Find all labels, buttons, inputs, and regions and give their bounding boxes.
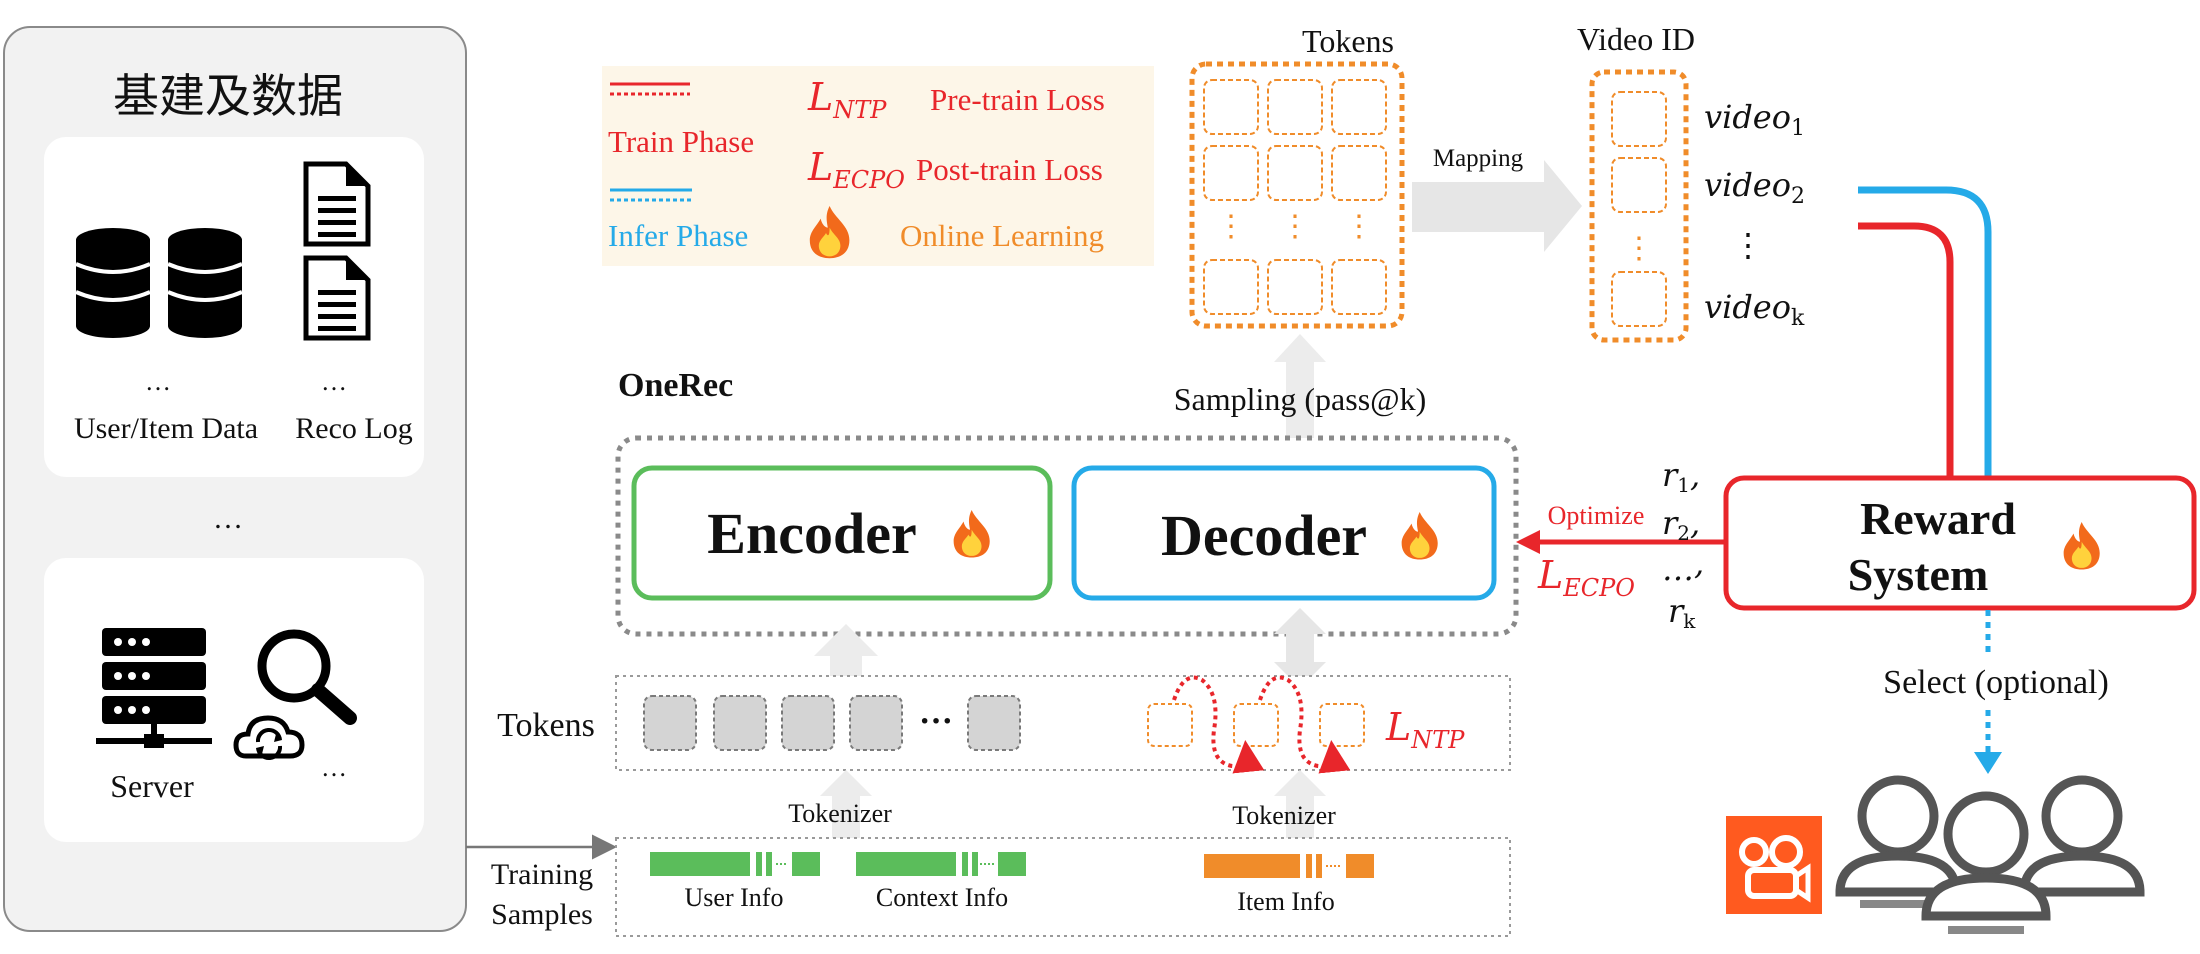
users-icon bbox=[1835, 775, 2145, 934]
reward-system-block: Reward System bbox=[1723, 475, 2197, 611]
reward-item: r1, bbox=[1662, 456, 1700, 497]
infra-panel: 基建及数据 bbox=[3, 26, 467, 932]
reward-item: …, bbox=[1662, 544, 1704, 588]
sampling-arrow: Sampling (pass@k) bbox=[1174, 334, 1427, 462]
sampling-label: Sampling (pass@k) bbox=[1174, 381, 1427, 417]
top-tokens-grid: Tokens ⋮ ⋮ ⋮ bbox=[1189, 23, 1405, 329]
ellipsis-text: … bbox=[145, 367, 171, 396]
reco-log-label: Reco Log bbox=[295, 412, 412, 445]
ellipsis-text: … bbox=[321, 753, 347, 782]
video-item-1: video1 bbox=[1704, 98, 1805, 141]
tokenizer-arrows: Tokenizer Tokenizer bbox=[788, 770, 1336, 838]
ellipsis-text: … bbox=[213, 502, 243, 535]
video-item-2: video2 bbox=[1704, 166, 1805, 209]
infra-title: 基建及数据 bbox=[113, 69, 343, 123]
server-label: Server bbox=[110, 768, 194, 804]
reward-system-line2: System bbox=[1848, 549, 1989, 600]
flame-icon bbox=[1401, 512, 1438, 560]
user-info-label: User Info bbox=[685, 883, 784, 912]
flame-icon bbox=[953, 510, 990, 558]
vertical-dots: ⋮ bbox=[1280, 210, 1310, 243]
flame-icon bbox=[809, 206, 850, 259]
tokens-row: Tokens ··· LNTP bbox=[497, 675, 1511, 774]
vertical-dots: ⋮ bbox=[1624, 232, 1654, 265]
onerec-title: OneRec bbox=[618, 367, 733, 404]
item-info-bar: Item Info bbox=[1204, 854, 1374, 916]
database-icon bbox=[75, 228, 243, 338]
reward-item: r2, bbox=[1662, 504, 1700, 545]
context-info-label: Context Info bbox=[876, 883, 1008, 912]
search-icon bbox=[257, 629, 357, 725]
video-item-k: videok bbox=[1704, 288, 1805, 331]
training-samples: Training Samples User Info Context Info … bbox=[491, 837, 1511, 937]
tokenizer-left-label: Tokenizer bbox=[788, 799, 892, 828]
pretrain-loss-label: Pre-train Loss bbox=[930, 82, 1105, 117]
video-id-column: Video ID ⋮ video1 video2 ⋮ videok bbox=[1577, 21, 1805, 343]
token-feed-arrows bbox=[814, 608, 1326, 690]
server-icon bbox=[96, 628, 212, 748]
top-tokens-label: Tokens bbox=[1302, 23, 1394, 59]
vertical-dots: ⋮ bbox=[1344, 210, 1374, 243]
loss-ecpo-symbol: LECPO bbox=[807, 145, 905, 194]
optimize-label: Optimize bbox=[1548, 501, 1645, 530]
infer-phase-label: Infer Phase bbox=[608, 218, 748, 253]
reward-item: rk bbox=[1668, 592, 1696, 633]
video-id-title: Video ID bbox=[1577, 21, 1695, 57]
select-label: Select (optional) bbox=[1883, 664, 2109, 701]
reward-system-line1: Reward bbox=[1860, 493, 2016, 544]
ellipsis-text: … bbox=[321, 367, 347, 396]
legend: Train Phase Infer Phase LNTP Pre-train L… bbox=[602, 66, 1154, 266]
document-icon bbox=[303, 161, 371, 341]
encoder-label: Encoder bbox=[707, 501, 916, 566]
select-arrow: Select (optional) bbox=[1883, 610, 2109, 774]
mapping-arrow: Mapping bbox=[1412, 145, 1582, 252]
tokens-row-label: Tokens bbox=[497, 707, 595, 744]
training-samples-line2: Samples bbox=[491, 898, 593, 931]
decoder-label: Decoder bbox=[1161, 503, 1367, 568]
video-to-reward-curves bbox=[1858, 186, 1992, 476]
onerec-model: OneRec Encoder Decoder bbox=[615, 367, 1519, 637]
online-learning-label: Online Learning bbox=[900, 218, 1104, 253]
reward-values: r1, r2, …, rk bbox=[1662, 456, 1704, 633]
optimize-arrow: Optimize LECPO bbox=[1516, 501, 1724, 602]
loss-ntp-symbol: LNTP bbox=[807, 75, 887, 124]
train-phase-label: Train Phase bbox=[608, 124, 754, 159]
kuaishou-logo bbox=[1726, 816, 1822, 914]
tokens-ellipsis: ··· bbox=[919, 703, 953, 740]
tokenizer-right-label: Tokenizer bbox=[1232, 801, 1336, 830]
item-info-label: Item Info bbox=[1237, 887, 1334, 916]
encoder-block: Encoder bbox=[631, 465, 1053, 601]
flame-icon bbox=[2063, 522, 2100, 570]
user-item-data-label: User/Item Data bbox=[74, 412, 258, 445]
video-vdots: ⋮ bbox=[1732, 227, 1764, 263]
user-info-bar: User Info bbox=[650, 852, 820, 912]
optimize-loss-symbol: LECPO bbox=[1537, 553, 1635, 602]
cloud-sync-icon bbox=[233, 715, 305, 761]
training-samples-line1: Training bbox=[491, 858, 593, 891]
posttrain-loss-label: Post-train Loss bbox=[916, 152, 1103, 187]
vertical-dots: ⋮ bbox=[1216, 210, 1246, 243]
context-info-bar: Context Info bbox=[856, 852, 1026, 912]
mapping-label: Mapping bbox=[1433, 145, 1524, 172]
tokens-loss-symbol: LNTP bbox=[1385, 705, 1465, 754]
decoder-block: Decoder bbox=[1071, 465, 1497, 601]
